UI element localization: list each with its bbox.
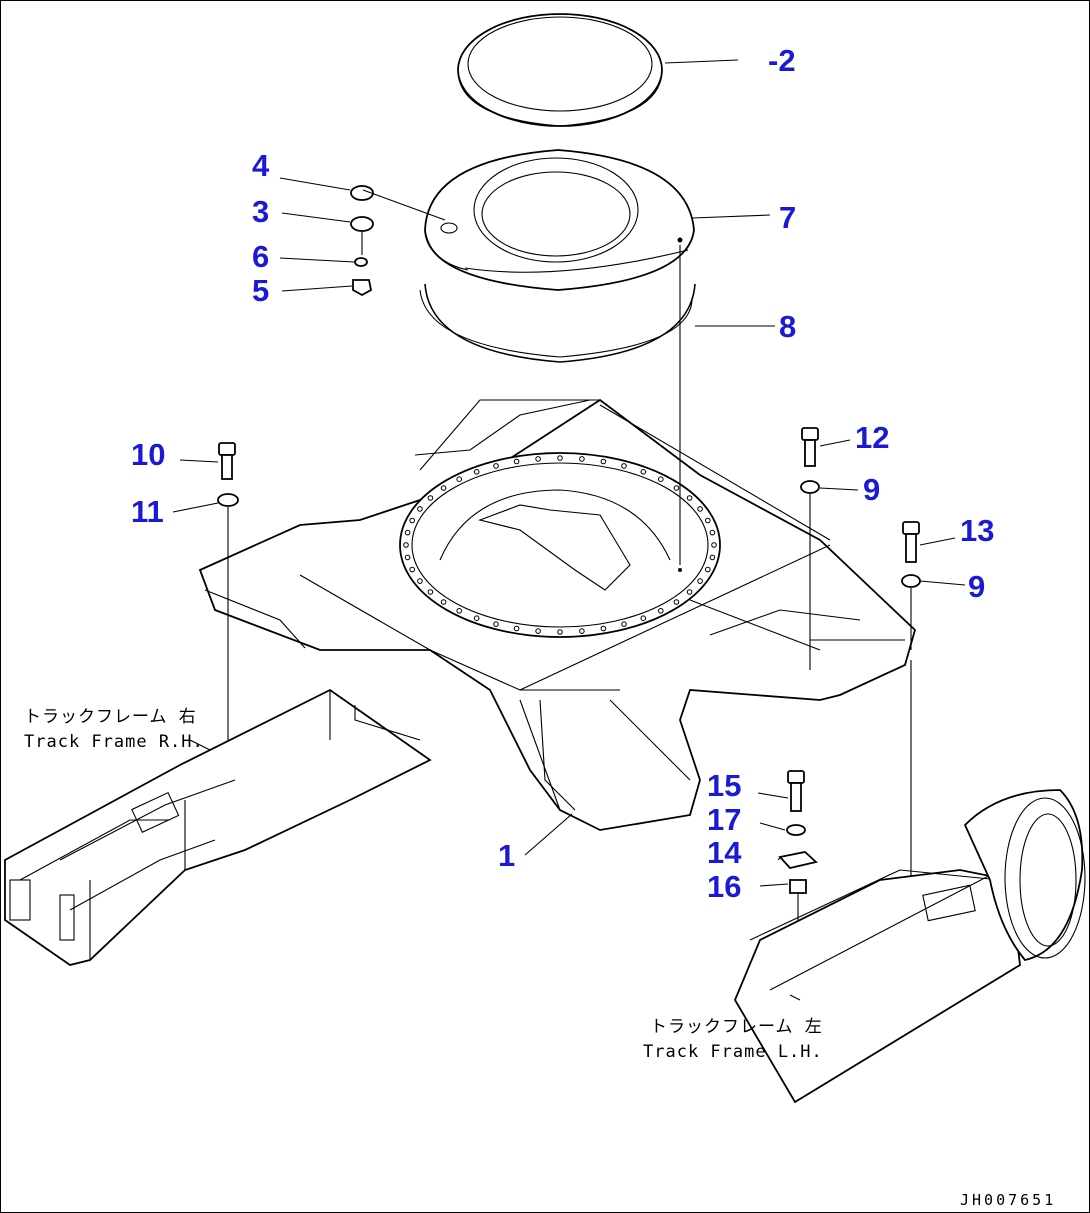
small-hardware-group <box>350 185 374 297</box>
bolt-hole <box>473 615 480 622</box>
track-frame-notes: トラックフレーム 右 Track Frame R.H. トラックフレーム 左 T… <box>24 707 823 1062</box>
cover-part-7 <box>424 149 695 291</box>
callout-1: 1 <box>498 838 515 873</box>
bolt-hole <box>427 495 434 501</box>
bolt-hole <box>579 628 585 634</box>
callout-2: -2 <box>768 43 796 78</box>
drawing-number: JH007651 <box>960 1191 1056 1209</box>
callout-9-lower: 9 <box>968 569 985 604</box>
callout-16: 16 <box>707 869 741 904</box>
bolt-hole <box>557 629 563 635</box>
bolt-hole <box>709 554 716 561</box>
callout-17: 17 <box>707 802 741 837</box>
bolt-hole <box>417 506 423 512</box>
bolt-hole <box>658 608 664 614</box>
bolt-hole <box>705 566 711 573</box>
bolt-hole <box>403 542 409 548</box>
bolt-hole <box>513 458 520 465</box>
callout-6: 6 <box>252 239 269 274</box>
callout-12: 12 <box>855 420 889 455</box>
callout-4: 4 <box>252 148 270 183</box>
leader-lines <box>172 59 966 1001</box>
bolt-hole <box>440 485 447 491</box>
note-lh-jp: トラックフレーム 左 <box>650 1017 823 1037</box>
callout-13: 13 <box>960 513 994 548</box>
bolt-hole <box>640 615 647 622</box>
bolt-hole <box>673 599 680 605</box>
bolt-hole <box>493 463 499 469</box>
bolt-hole <box>513 625 520 632</box>
note-rh-jp: トラックフレーム 右 <box>24 707 197 727</box>
bolt-hole <box>409 566 416 573</box>
track-frame-rh <box>4 688 432 966</box>
bolt-hole <box>621 463 627 469</box>
bolt-hole <box>404 529 411 536</box>
bolt-hole <box>409 517 416 524</box>
callout-10: 10 <box>131 437 165 472</box>
bolt-hole <box>709 529 716 536</box>
bolt-hole <box>456 608 463 614</box>
callout-8: 8 <box>779 309 796 344</box>
bolt-hole <box>705 517 711 524</box>
callout-3: 3 <box>252 194 269 229</box>
bolt-hole <box>473 469 480 475</box>
bolt-hole <box>535 628 541 634</box>
callout-11: 11 <box>131 494 164 529</box>
bolt-hole <box>579 456 585 462</box>
note-rh-en: Track Frame R.H. <box>24 732 204 752</box>
bolt-hole <box>456 476 463 483</box>
callout-14: 14 <box>707 835 742 870</box>
callout-7: 7 <box>779 200 796 235</box>
bolt-hole <box>600 625 607 632</box>
bolt-hole <box>686 495 693 501</box>
callout-labels: -2 4 3 6 5 7 8 10 11 12 9 13 9 15 17 14 … <box>131 43 994 904</box>
bolt-hole <box>697 506 703 512</box>
bolt-hole <box>621 621 627 627</box>
bolt-hole <box>417 578 423 584</box>
bolt-hole <box>600 458 607 465</box>
gasket-part-8 <box>419 283 696 363</box>
bolt-hole <box>640 469 647 475</box>
note-lh-en: Track Frame L.H. <box>643 1042 823 1062</box>
seal-ring-part-2 <box>457 13 663 127</box>
bolt-hole <box>535 456 541 462</box>
center-frame-part-1 <box>198 398 917 831</box>
bolt-hole <box>697 578 703 584</box>
bolt-hole <box>557 455 563 461</box>
bolt-hole-ring <box>403 455 717 635</box>
bolt-hole <box>404 554 411 561</box>
callout-5: 5 <box>252 273 269 308</box>
bolt-hole <box>686 589 693 595</box>
track-frame-lh <box>733 789 1086 1104</box>
bolt-hole <box>427 589 434 595</box>
bolt-hole <box>440 599 447 605</box>
callout-15: 15 <box>707 768 741 803</box>
bolt-hole <box>673 485 680 491</box>
callout-9-upper: 9 <box>863 472 880 507</box>
bolt-hole <box>658 476 664 483</box>
bolt-hole <box>711 542 717 548</box>
bolt-hole <box>493 621 499 627</box>
